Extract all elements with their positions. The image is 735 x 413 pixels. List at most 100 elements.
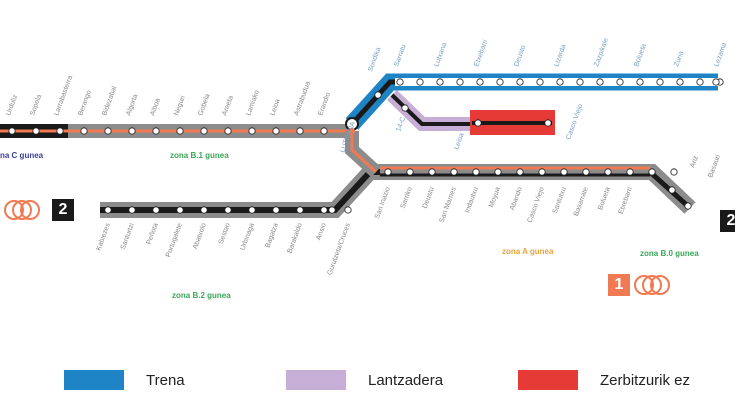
station-dot-br-2	[428, 168, 436, 176]
station-dot-br-0	[384, 168, 392, 176]
station-label: Bagatza	[265, 222, 280, 249]
station-dot-10	[248, 127, 256, 135]
legend-lantzadera: Lantzadera	[286, 368, 443, 392]
station-dot-br-11	[626, 168, 634, 176]
zone-c-label: na C gunea	[0, 151, 44, 160]
station-label: Bolueta	[633, 43, 648, 68]
station-label: Astrabudua	[293, 81, 312, 117]
station-dot-bl-4	[200, 206, 208, 214]
station-label: Moyua	[488, 186, 502, 208]
station-dot-br-12	[648, 168, 656, 176]
zone-rings-icon-bottom	[634, 275, 670, 295]
zone-b0-label: zona B.0 gunea	[640, 249, 699, 258]
station-dot-bl-7	[272, 206, 280, 214]
station-label: Abatxolo	[192, 222, 208, 250]
station-dot-6	[152, 127, 160, 135]
station-dot-bl-6	[248, 206, 256, 214]
station-dot-trena-3	[516, 78, 524, 86]
legend-trena-label: Trena	[146, 371, 185, 389]
station-label: Ansio	[315, 222, 328, 241]
legend-zerbitzurik-ez: Zerbitzurik ez	[518, 368, 690, 392]
station-label: Urbinaga	[240, 222, 256, 251]
station-label: Gurutzeta/Cruces	[327, 222, 353, 276]
station-dot-trena-end	[712, 78, 720, 86]
lantzadera-line	[387, 89, 470, 131]
legend-trena: Trena	[64, 368, 185, 392]
station-label: Portugalete	[165, 222, 184, 258]
station-dot-bl-1	[128, 206, 136, 214]
zone-badge-bottom: 1	[608, 274, 630, 296]
station-dot-br-6	[516, 168, 524, 176]
station-label: Zuria	[673, 50, 685, 67]
junction-inner-icon	[349, 128, 355, 134]
station-label: Santurtzi	[120, 222, 136, 251]
station-label: Abando	[509, 186, 524, 211]
station-label: Lizarda	[553, 44, 567, 68]
station-dot-br-10	[604, 168, 612, 176]
station-dot-7	[176, 127, 184, 135]
station-dot-trena-0	[396, 78, 404, 86]
zone-b1-label: zona B.1 gunea	[170, 151, 229, 160]
station-dot-trena-4	[556, 78, 564, 86]
station-dot-trena-mid	[656, 78, 664, 86]
station-label: Neguri	[173, 94, 187, 116]
zone-badge-left: 2	[52, 199, 74, 221]
zone-b2-label: zona B.2 gunea	[172, 291, 231, 300]
station-dot-bl-end	[328, 206, 336, 214]
station-dot-4	[104, 127, 112, 135]
station-label: Lamiako	[245, 89, 261, 116]
station-label: Deusto	[513, 44, 527, 67]
station-dot-br-8	[560, 168, 568, 176]
station-dot-br-9	[582, 168, 590, 176]
station-label: Leioa	[269, 98, 281, 117]
station-label: Ariz	[689, 154, 700, 168]
zone-badge-right: 2	[720, 210, 735, 232]
zerbitzurik-ez-swatch	[518, 370, 578, 390]
station-dot-bl-9	[320, 206, 328, 214]
station-label: Peñota	[146, 222, 160, 245]
station-dot-bl-10	[344, 206, 352, 214]
station-dot-12	[296, 127, 304, 135]
station-dot-br-4	[472, 168, 480, 176]
station-label: Sarriko	[400, 186, 414, 209]
station-label: Bidezabal	[101, 85, 118, 117]
station-dot-5	[128, 127, 136, 135]
station-dots	[8, 78, 724, 214]
station-label: Sarratu	[393, 44, 407, 68]
station-dot-br-7	[538, 168, 546, 176]
station-dot-bl-0	[104, 206, 112, 214]
station-dot-br-1	[406, 168, 414, 176]
station-dot-trena-mid	[496, 78, 504, 86]
station-dot-9	[224, 127, 232, 135]
station-dot-bl-3	[176, 206, 184, 214]
station-dot-trena-5	[596, 78, 604, 86]
station-dot-trena-7	[676, 78, 684, 86]
station-dot-trena-2	[476, 78, 484, 86]
station-label: Aiboa	[149, 97, 162, 116]
station-dot-trena-mid	[696, 78, 704, 86]
station-label: San Inazio	[374, 186, 392, 220]
lantzadera-swatch	[286, 370, 346, 390]
station-label: San Mames	[439, 186, 459, 224]
station-label: Basarrate	[573, 186, 590, 217]
station-label: Larrabasterra	[53, 75, 74, 117]
line-1-upper	[0, 124, 352, 138]
station-dot-bl-5	[224, 206, 232, 214]
trena-swatch	[64, 370, 124, 390]
station-label: Casco Viejo	[565, 103, 584, 140]
station-dot-1	[32, 127, 40, 135]
station-label: Lutxana	[433, 42, 448, 68]
station-label: Deustu	[422, 186, 436, 209]
station-label: 14-C	[395, 116, 407, 133]
station-dot-br-3	[450, 168, 458, 176]
zone-a-label: zona A gunea	[502, 247, 554, 256]
station-dot-3	[80, 127, 88, 135]
station-dot-trena-mid	[416, 78, 424, 86]
station-dot-13	[320, 127, 328, 135]
station-dot-bl-8	[296, 206, 304, 214]
station-dot-2	[56, 127, 64, 135]
station-label: Bolueta	[597, 186, 612, 211]
station-dot-red-1	[474, 119, 482, 127]
station-label: Urduliz	[5, 93, 19, 116]
